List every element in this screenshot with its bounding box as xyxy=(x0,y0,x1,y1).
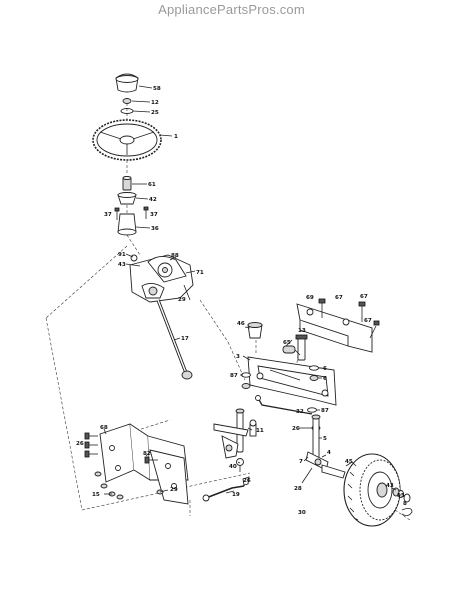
nut xyxy=(122,98,132,104)
callout-28: 28 xyxy=(294,486,302,492)
front-tire xyxy=(343,453,401,527)
callout-46: 46 xyxy=(237,321,245,327)
bolt-right xyxy=(143,206,149,219)
callout-29-top: 29 xyxy=(178,297,186,303)
callout-87-left: 87 xyxy=(230,373,238,379)
steering-shaft xyxy=(156,299,193,380)
callout-42: 42 xyxy=(149,197,157,203)
callout-67-a: 67 xyxy=(335,295,343,301)
steering-bushing xyxy=(117,192,137,205)
pivot-spacer xyxy=(282,345,296,354)
callout-65: 65 xyxy=(283,340,291,346)
right-spindle xyxy=(305,414,346,479)
callout-91: 91 xyxy=(118,252,126,258)
ball-joint-left xyxy=(236,458,244,472)
leader-lines xyxy=(103,85,397,495)
callout-6-lower: 6 xyxy=(323,376,327,382)
callout-19: 19 xyxy=(232,492,240,498)
bracket-bolts xyxy=(84,432,158,464)
callout-88: 88 xyxy=(171,253,179,259)
steering-sleeve xyxy=(117,213,137,236)
bolt-left xyxy=(114,207,120,220)
callout-37-right: 37 xyxy=(150,212,158,218)
callout-26-left: 26 xyxy=(76,441,84,447)
wheel-hardware xyxy=(392,487,413,516)
left-spindle xyxy=(213,408,249,459)
callout-82: 82 xyxy=(143,451,151,457)
callout-1: 1 xyxy=(174,134,178,140)
axle-support-bracket xyxy=(296,298,380,353)
steering-support-bracket xyxy=(99,423,189,505)
callout-43-top: 43 xyxy=(118,262,126,268)
callout-5: 5 xyxy=(323,436,327,442)
callout-68: 68 xyxy=(100,425,108,431)
callout-6-upper: 6 xyxy=(323,366,327,372)
callout-7: 7 xyxy=(299,459,303,465)
callout-15: 15 xyxy=(92,492,100,498)
pivot-bushing-top xyxy=(247,322,263,339)
callout-58: 58 xyxy=(153,86,161,92)
callout-26-lower: 26 xyxy=(243,478,251,484)
callout-69: 69 xyxy=(306,295,314,301)
callout-13: 13 xyxy=(298,328,306,334)
callout-67-c: 67 xyxy=(364,318,372,324)
callout-36: 36 xyxy=(151,226,159,232)
steering-wheel xyxy=(92,119,162,161)
callout-30: 30 xyxy=(298,510,306,516)
callout-17: 17 xyxy=(181,336,189,342)
callout-8: 8 xyxy=(403,501,407,507)
steering-wheel-cap xyxy=(115,73,139,93)
bracket-nuts xyxy=(94,471,164,500)
callout-45: 45 xyxy=(345,459,353,465)
callout-67-b: 67 xyxy=(360,294,368,300)
callout-40: 40 xyxy=(229,464,237,470)
callout-95: 95 xyxy=(397,493,405,499)
callout-43-wheel: 43 xyxy=(386,483,394,489)
callout-61: 61 xyxy=(148,182,156,188)
steering-gear-assembly xyxy=(129,254,194,303)
axle-pivot-bolt xyxy=(295,334,308,361)
spindle-bolt-left xyxy=(249,419,257,437)
part-callouts: 58 12 25 1 61 42 37 37 36 91 88 43 71 29… xyxy=(76,86,407,516)
drag-link xyxy=(255,395,313,415)
small-bolt-lower xyxy=(242,476,250,486)
site-watermark: AppliancePartsPros.com xyxy=(158,2,305,17)
callout-37-left: 37 xyxy=(104,212,112,218)
callout-11: 11 xyxy=(256,428,264,434)
callout-3: 3 xyxy=(236,354,240,360)
callout-71: 71 xyxy=(196,270,204,276)
callout-29-lower: 29 xyxy=(170,487,178,493)
callout-4: 4 xyxy=(327,450,331,456)
callout-25: 25 xyxy=(151,110,159,116)
steering-adapter xyxy=(122,176,132,191)
callout-87-right: 87 xyxy=(321,408,329,414)
callout-32: 32 xyxy=(296,409,304,415)
callout-26-right: 26 xyxy=(292,426,300,432)
callout-12: 12 xyxy=(151,100,159,106)
